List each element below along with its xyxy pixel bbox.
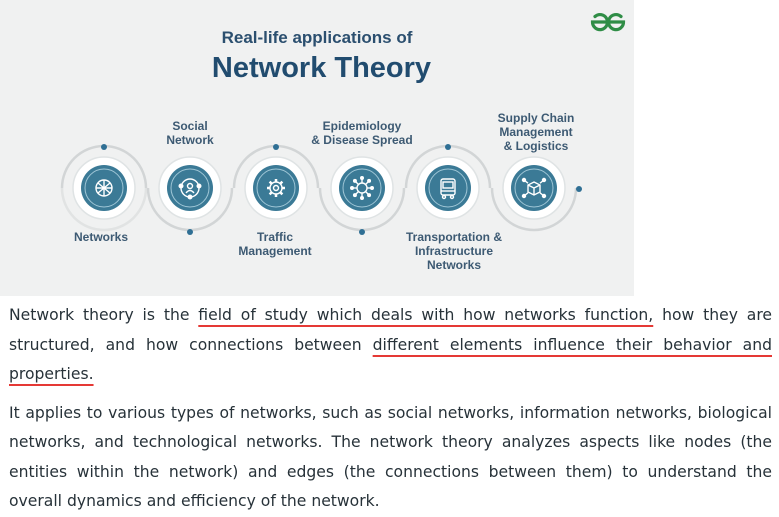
bus-icon bbox=[440, 178, 456, 200]
application-node bbox=[158, 156, 222, 220]
applications-paragraph: It applies to various types of networks,… bbox=[9, 403, 772, 511]
connector-dot bbox=[187, 229, 193, 235]
people-network-icon bbox=[178, 178, 202, 200]
connector-dot bbox=[445, 144, 451, 150]
infographic-title: Network Theory bbox=[211, 52, 432, 84]
connector-dot bbox=[576, 186, 582, 192]
infographic-subtitle: Real-life applications of bbox=[221, 28, 413, 47]
application-node bbox=[416, 156, 480, 220]
connector-dot bbox=[101, 144, 107, 150]
label-transportation: Transportation & Infrastructure Networks bbox=[405, 230, 503, 272]
flow-ribbon bbox=[60, 144, 578, 232]
network-theory-infographic: Real-life applications of Network Theory… bbox=[0, 0, 634, 296]
label-supply-chain: Supply Chain Management & Logistics bbox=[497, 111, 575, 153]
article-body: Network theory is the field of study whi… bbox=[9, 301, 772, 517]
intro-text-1: Network theory is the bbox=[9, 306, 199, 324]
gear-icon bbox=[267, 179, 285, 197]
label-social-network: Social Network bbox=[166, 119, 214, 147]
application-node bbox=[72, 156, 136, 220]
connector-dot bbox=[273, 144, 279, 150]
package-network-icon bbox=[521, 177, 547, 199]
highlight-field-of-study: field of study which deals with how netw… bbox=[198, 306, 654, 324]
application-node bbox=[244, 156, 308, 220]
gfg-logo bbox=[590, 13, 626, 32]
globe-network-icon bbox=[95, 179, 113, 197]
application-flow bbox=[60, 144, 582, 235]
application-node bbox=[502, 156, 566, 220]
intro-text-2: how they are structured, and how connect… bbox=[9, 306, 772, 354]
application-node bbox=[330, 156, 394, 220]
connector-dot bbox=[359, 229, 365, 235]
label-networks: Networks bbox=[73, 230, 129, 244]
label-traffic-management: Traffic Management bbox=[238, 230, 312, 258]
label-epidemiology: Epidemiology & Disease Spread bbox=[311, 119, 413, 147]
highlight-different-elements: different elements influence their behav… bbox=[9, 335, 772, 384]
virus-icon bbox=[349, 175, 374, 200]
intro-paragraph: Network theory is the field of study whi… bbox=[9, 301, 772, 390]
